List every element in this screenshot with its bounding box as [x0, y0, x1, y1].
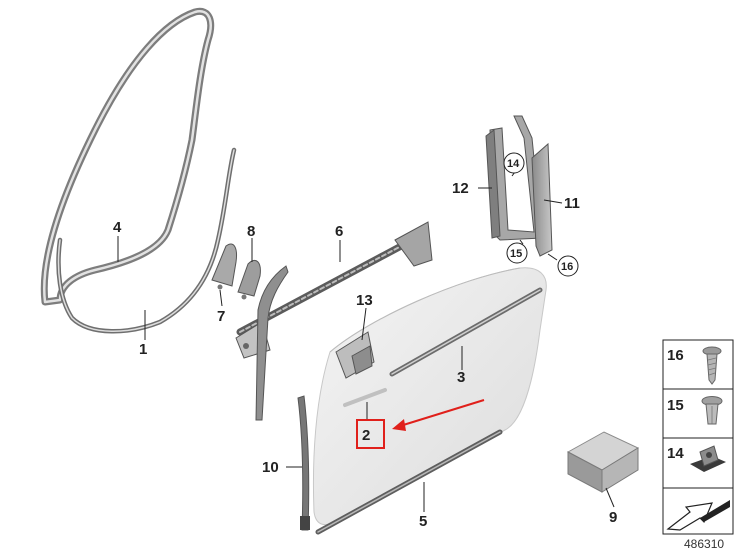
callout-1: 1: [139, 341, 147, 358]
highlighted-callout-2: 2: [356, 399, 485, 449]
mirror-cover-inner: [211, 243, 237, 290]
svg-text:14: 14: [507, 158, 520, 170]
highlight-box: [356, 419, 385, 449]
callout-3: 3: [457, 369, 465, 386]
front-window-channel: [255, 265, 310, 531]
svg-text:15: 15: [667, 397, 684, 414]
highlight-arrow-icon: [392, 419, 406, 431]
door-bottom-seal: [315, 429, 503, 535]
door-outer-panel: [312, 267, 547, 526]
callout-9: 9: [609, 509, 617, 526]
legend-item-15: 15: [667, 396, 723, 425]
door-seal: [56, 147, 237, 334]
b-pillar-cover: [531, 142, 553, 257]
highlight-arrow-shaft: [399, 399, 485, 427]
circled-callouts: 14 15 16: [503, 152, 579, 277]
callout-labels: 4 1 7 8 6 13 3 5 10 12 11 9: [113, 180, 617, 530]
screw-icon: [702, 346, 722, 385]
callout-6: 6: [335, 223, 343, 240]
legend-item-16: 16: [667, 346, 722, 385]
callout-11: 11: [564, 195, 580, 212]
svg-text:14: 14: [667, 445, 684, 462]
svg-text:15: 15: [510, 248, 522, 260]
b-pillar-frame: [485, 115, 543, 241]
circled-callout-14: 14: [503, 152, 525, 174]
expanding-rivet-icon: [701, 396, 723, 425]
clip-nut-icon: [690, 445, 726, 472]
direction-arrow-icon: [662, 487, 734, 535]
circled-callout-15: 15: [506, 242, 528, 264]
callout-7: 7: [217, 308, 225, 325]
diagram-id: 486310: [684, 537, 724, 551]
leader-lines: [117, 171, 615, 512]
legend-item-14: 14: [667, 445, 726, 472]
callout-4: 4: [113, 219, 122, 236]
callout-10: 10: [262, 459, 279, 476]
window-shaft-seal: [389, 287, 543, 377]
door-frame-seal: [40, 7, 215, 306]
callout-13: 13: [356, 292, 373, 309]
installation-kit-box: [566, 431, 640, 493]
mirror-cover-outer: [237, 260, 261, 300]
callout-12: 12: [452, 180, 469, 197]
circled-callout-16: 16: [557, 255, 579, 277]
svg-text:16: 16: [667, 347, 684, 364]
fastener-legend: 16 15 14: [662, 339, 734, 535]
door-bracket: [335, 331, 375, 379]
callout-8: 8: [247, 223, 255, 240]
callout-5: 5: [419, 513, 427, 530]
callout-2: 2: [362, 427, 370, 444]
svg-text:16: 16: [561, 261, 573, 273]
